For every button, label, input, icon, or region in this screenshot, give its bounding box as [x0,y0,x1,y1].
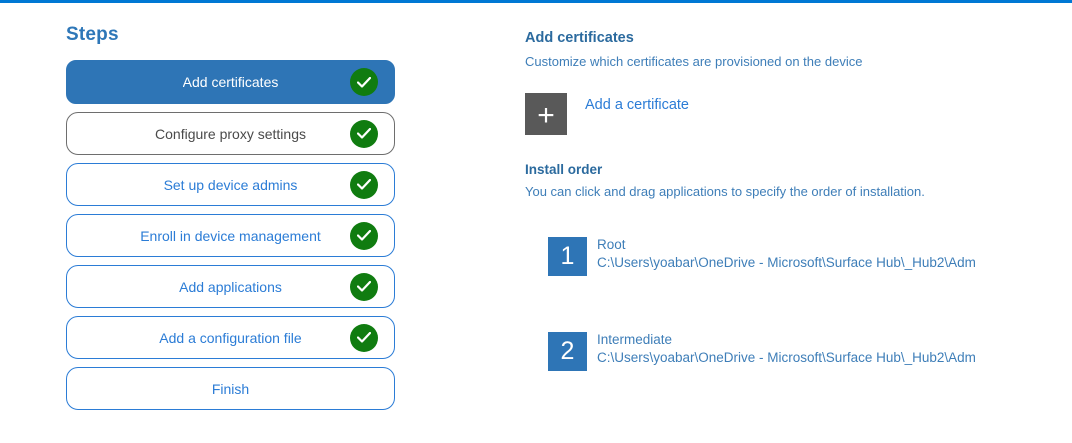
add-certificate-label: Add a certificate [585,97,689,113]
completed-check-icon [350,68,378,96]
install-order-title: Install order [525,162,603,177]
plus-icon: + [525,93,567,135]
step-add-a-configuration-file[interactable]: Add a configuration file [66,316,395,359]
step-label: Enroll in device management [140,227,321,244]
add-certificate-button[interactable]: + Add a certificate [525,93,755,135]
install-order-description: You can click and drag applications to s… [525,184,925,199]
certificate-path: C:\Users\yoabar\OneDrive - Microsoft\Sur… [597,350,976,365]
steps-panel-title: Steps [66,24,119,45]
step-label: Add certificates [182,74,279,90]
step-add-certificates[interactable]: Add certificates [66,60,395,104]
step-add-applications[interactable]: Add applications [66,265,395,308]
steps-sidebar: Steps Add certificates Configure proxy s… [66,24,395,418]
page-title: Add certificates [525,30,634,46]
certificate-name: Root [597,237,626,252]
step-label: Finish [211,380,250,397]
step-enroll-in-device-management[interactable]: Enroll in device management [66,214,395,257]
install-order-item-intermediate[interactable]: 2 Intermediate C:\Users\yoabar\OneDrive … [548,332,1072,371]
page-subtitle: Customize which certificates are provisi… [525,54,863,69]
completed-check-icon [350,221,378,250]
step-configure-proxy-settings[interactable]: Configure proxy settings [66,112,395,155]
top-accent-bar [0,0,1072,3]
add-certificates-panel: Add certificates Customize which certifi… [525,30,1072,371]
step-label: Add applications [179,278,282,295]
step-finish[interactable]: Finish [66,367,395,410]
step-set-up-device-admins[interactable]: Set up device admins [66,163,395,206]
certificate-name: Intermediate [597,332,673,347]
step-label: Set up device admins [163,176,298,193]
completed-check-icon [350,170,378,199]
completed-check-icon [350,119,378,148]
completed-check-icon [350,323,378,352]
install-order-item-root[interactable]: 1 Root C:\Users\yoabar\OneDrive - Micros… [548,237,1072,276]
certificate-path: C:\Users\yoabar\OneDrive - Microsoft\Sur… [597,255,976,270]
completed-check-icon [350,272,378,301]
order-number-badge: 1 [548,237,587,276]
step-label: Add a configuration file [159,329,302,346]
step-label: Configure proxy settings [155,125,306,142]
order-number-badge: 2 [548,332,587,371]
